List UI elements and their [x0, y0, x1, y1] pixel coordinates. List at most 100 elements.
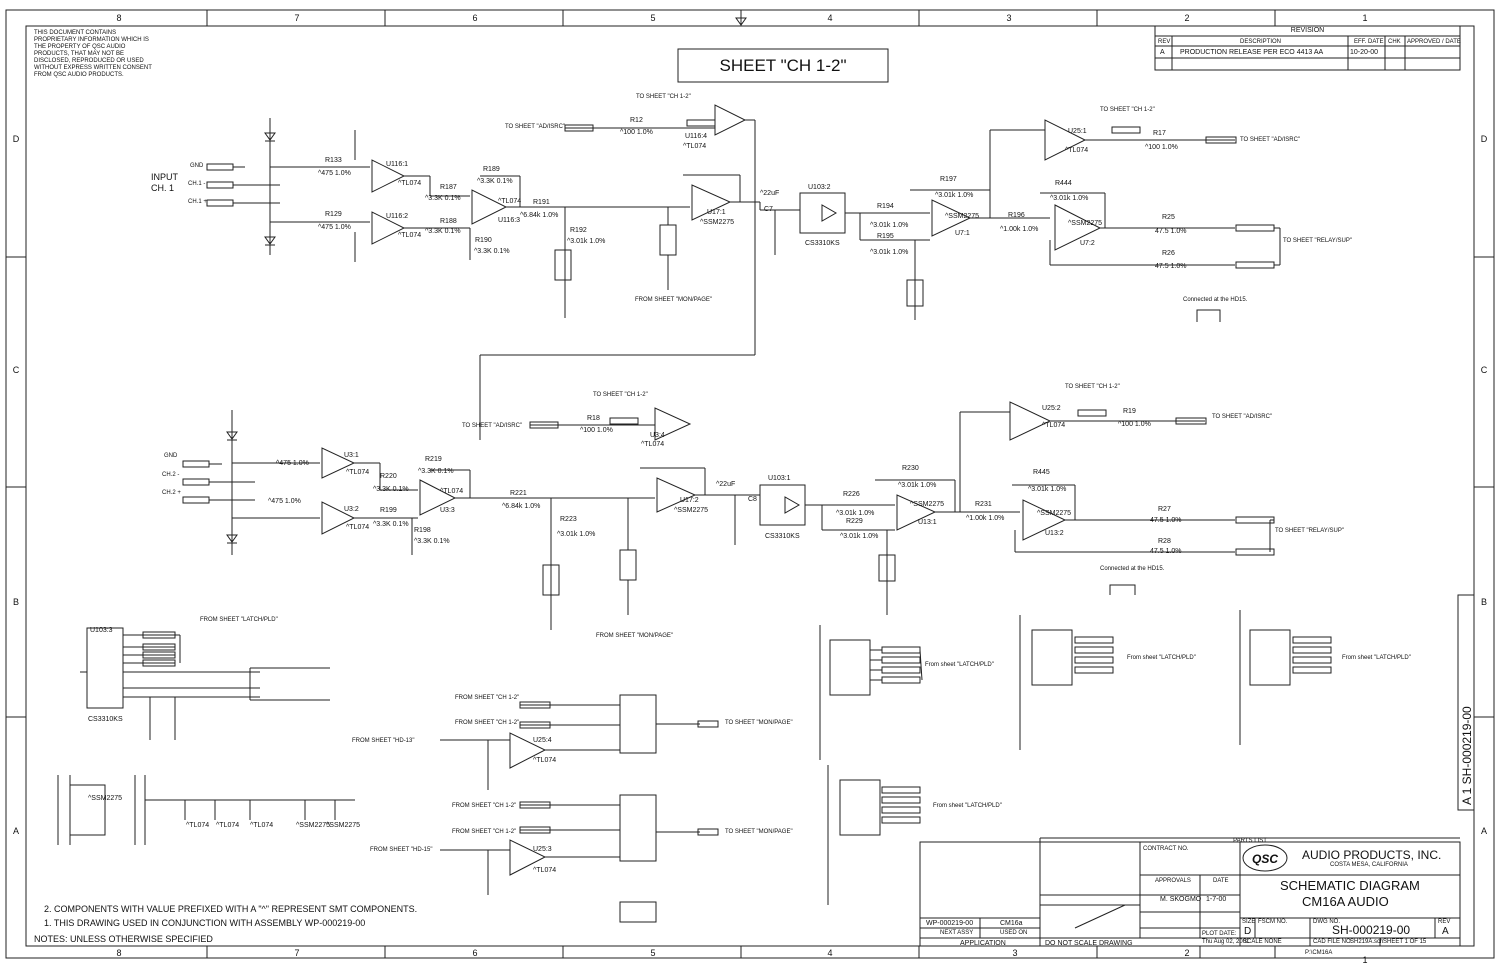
cad-file: SH219A.sch [1350, 939, 1384, 945]
zone-bottom-4: 4 [827, 948, 833, 958]
u7-2-type: ^SSM2275 [1068, 220, 1103, 227]
u17-1-label: U17:1 [707, 209, 726, 216]
from-sheet-latch-c: From sheet "LATCH/PLD" [1342, 655, 1411, 661]
from-sheet-ch12-d: FROM SHEET "CH 1-2" [452, 829, 517, 835]
r194-value: ^3.01k 1.0% [870, 222, 909, 229]
zone-top-7: 7 [294, 13, 300, 23]
from-sheet-ch12-a: FROM SHEET "CH 1-2" [455, 695, 520, 701]
note-2: 2. COMPONENTS WITH VALUE PREFIXED WITH A… [44, 904, 418, 914]
application-label: APPLICATION [960, 940, 1006, 947]
revision-header-chk: CHK [1388, 39, 1401, 45]
revision-header-date: EFF. DATE [1354, 39, 1384, 45]
r230-value: ^3.01k 1.0% [898, 482, 937, 489]
u13-2-label: U13:2 [1045, 530, 1064, 537]
zone-top-4: 4 [827, 13, 833, 23]
r192-value: ^3.01k 1.0% [567, 238, 606, 245]
u25-4-label: U25:4 [533, 737, 552, 744]
r25-value: 47.5 1.0% [1155, 228, 1187, 235]
u13-2-type: ^SSM2275 [1037, 510, 1072, 517]
r129-value: ^475 1.0% [318, 224, 351, 231]
file-path: P:\CM16A [1305, 950, 1333, 956]
zone-bottom-2: 2 [1184, 948, 1190, 958]
u103-3-label: U103:3 [90, 627, 113, 634]
c8-value: ^22uF [716, 481, 736, 488]
u17-2-label: U17:2 [680, 497, 699, 504]
u116-2-label: U116:2 [386, 213, 409, 220]
from-sheet-latch-a: From sheet "LATCH/PLD" [925, 662, 994, 668]
r444-value: ^3.01k 1.0% [1050, 195, 1089, 202]
r219-value: ^3.3K 0.1% [418, 468, 454, 475]
dwg-label: DWG NO. [1313, 919, 1340, 925]
gnd-label: GND [190, 163, 204, 169]
from-sheet-latch-label: FROM SHEET "LATCH/PLD" [200, 617, 278, 623]
r223-label: R223 [560, 516, 577, 523]
r12-label: R12 [630, 117, 643, 124]
tl074-label-c: ^TL074 [250, 822, 274, 829]
r12-value: ^100 1.0% [620, 129, 653, 136]
to-sheet-ch12-label-3: TO SHEET "CH 1-2" [593, 392, 648, 398]
r226-label: R226 [843, 491, 860, 498]
from-sheet-latch-d: From sheet "LATCH/PLD" [933, 803, 1002, 809]
parts-list-label: PARTS LIST [1233, 838, 1267, 844]
r219-label: R219 [425, 456, 442, 463]
u7-2-label: U7:2 [1080, 240, 1095, 247]
ch2-minus-label: CH.2 - [162, 472, 180, 478]
r231-label: R231 [975, 501, 992, 508]
from-sheet-monpage-label: FROM SHEET "MON/PAGE" [635, 297, 713, 303]
ch1-plus-label: CH.1 + [188, 199, 207, 205]
r195-value: ^3.01k 1.0% [870, 249, 909, 256]
u116-1-label: U116:1 [386, 161, 409, 168]
from-sheet-hd15-label: FROM SHEET "HD-15" [370, 847, 433, 853]
do-not-scale-label: DO NOT SCALE DRAWING [1045, 940, 1133, 947]
zone-bottom-5: 5 [650, 948, 656, 958]
r231-value: ^1.00k 1.0% [966, 515, 1005, 522]
r133-value: ^475 1.0% [318, 170, 351, 177]
r17-value: ^100 1.0% [1145, 144, 1178, 151]
r220-value: ^3.3K 0.1% [373, 486, 409, 493]
revision-rev: A [1160, 49, 1165, 56]
u116-2-type: ^TL074 [398, 232, 422, 239]
ch2-plus-label: CH.2 + [162, 490, 181, 496]
r195-label: R195 [877, 233, 894, 240]
r27-value: 47.5 1.0% [1150, 517, 1182, 524]
cad-file-label: CAD FILE NO. [1313, 939, 1353, 945]
r187-value: ^3.3K 0.1% [425, 195, 461, 202]
from-sheet-ch12-c: FROM SHEET "CH 1-2" [452, 803, 517, 809]
ssm2275-label-b: ^SSM2275 [326, 822, 361, 829]
r444-label: R444 [1055, 180, 1072, 187]
u3-2-label: U3:2 [344, 506, 359, 513]
wp-number: WP-000219-00 [926, 920, 974, 927]
zone-top-2: 2 [1184, 13, 1190, 23]
r221-value: ^6.84k 1.0% [502, 503, 541, 510]
revision-header-approved: APPROVED / DATE [1407, 39, 1461, 45]
u25-3-label: U25:3 [533, 846, 552, 853]
to-sheet-adisrc-label-4: TO SHEET "AD/ISRC" [1212, 414, 1273, 420]
used-on-label: USED ON [1000, 930, 1028, 936]
r440-value: ^475 1.0% [276, 460, 309, 467]
r191-value: ^6.84k 1.0% [520, 212, 559, 219]
r199-label: R199 [380, 507, 397, 514]
cm16a-label: CM16a [1000, 920, 1023, 927]
u116-3-label: U116:3 [498, 217, 521, 224]
zone-right-c: C [1480, 365, 1488, 375]
to-sheet-ch12-label-2: TO SHEET "CH 1-2" [1100, 107, 1155, 113]
dwg-number: SH-000219-00 [1332, 923, 1411, 937]
ssm2275-u17-label: ^SSM2275 [88, 795, 123, 802]
u116-1-type: ^TL074 [398, 180, 422, 187]
zone-top-8: 8 [116, 13, 122, 23]
r192-label: R192 [570, 227, 587, 234]
r229-label: R229 [846, 518, 863, 525]
from-sheet-latch-b: From sheet "LATCH/PLD" [1127, 655, 1196, 661]
fscm-label: FSCM NO. [1258, 919, 1288, 925]
u25-2-type: ^TL074 [1042, 422, 1066, 429]
connected-hd15-label-2: Connected at the HD15. [1100, 566, 1165, 572]
tl074-label-b: ^TL074 [216, 822, 240, 829]
rev-value: A [1442, 926, 1449, 937]
r220-label: R220 [380, 473, 397, 480]
r221-label: R221 [510, 490, 527, 497]
u3-4-label: U3:4 [650, 432, 665, 439]
r445-value: ^3.01k 1.0% [1028, 486, 1067, 493]
ssm2275-label-a: ^SSM2275 [296, 822, 331, 829]
r196-value: ^1.00k 1.0% [1000, 226, 1039, 233]
zone-top-1: 1 [1362, 13, 1368, 23]
